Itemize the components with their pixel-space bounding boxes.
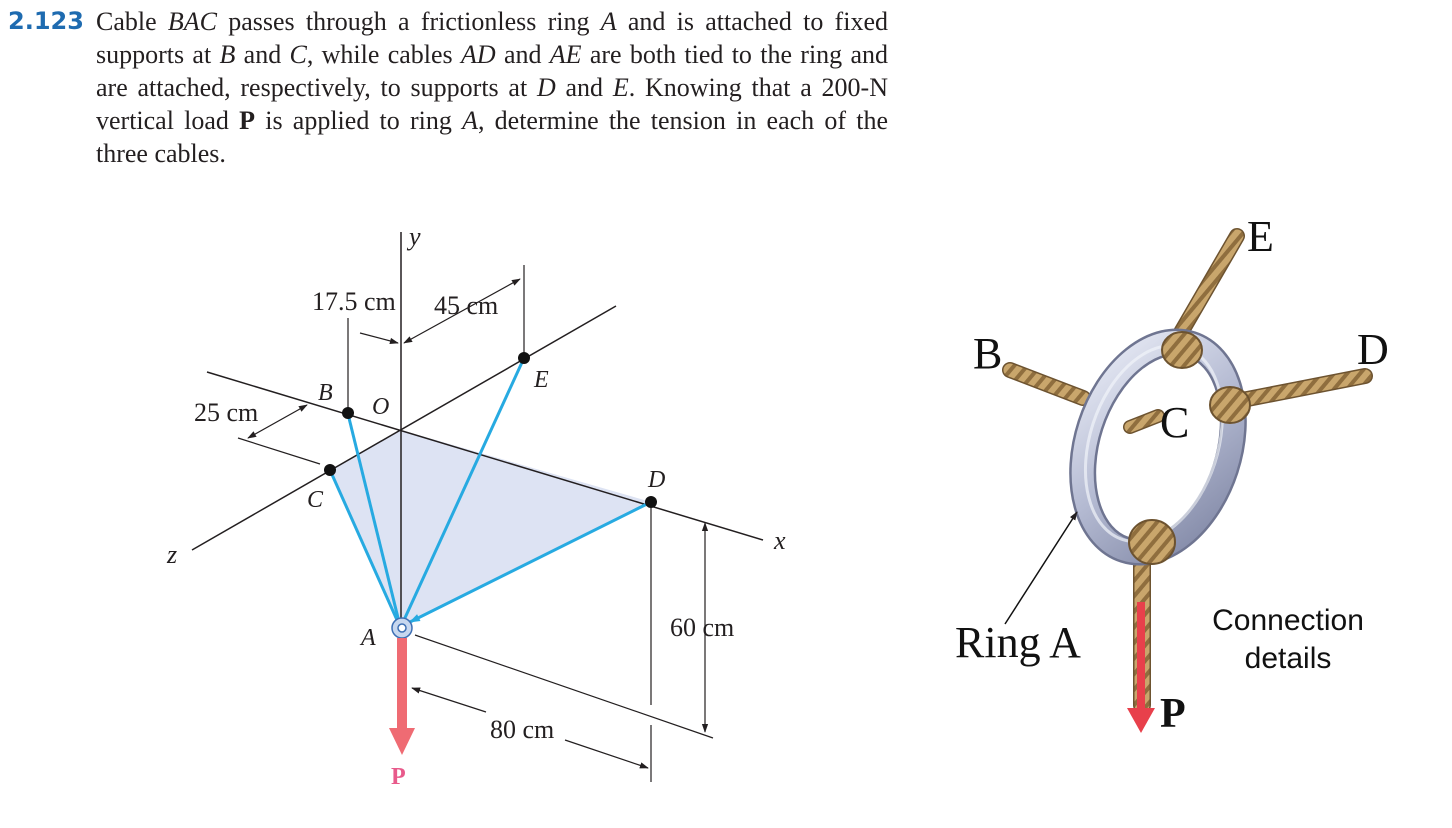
x-axis-line — [206, 371, 764, 541]
dim-arrow-17-5-left — [359, 332, 399, 344]
knot-d — [1209, 386, 1251, 424]
dim-80: 80 cm — [490, 715, 554, 744]
problem-text-segment: and is attached to fixed supports at — [96, 7, 888, 69]
dim-45: 45 cm — [434, 291, 498, 320]
axis-label-z: z — [166, 540, 177, 569]
rope-c-body — [1124, 410, 1164, 433]
problem-text-segment: D — [536, 73, 556, 102]
problem-text-segment: . Know­ing that a 200-N vertical load — [96, 73, 888, 135]
photo-load-arrow-shaft — [1137, 602, 1145, 712]
rope-d-body — [1225, 369, 1372, 409]
point-e — [518, 352, 530, 364]
engineering-diagram: y x z B O C D E A 17.5 cm 45 cm 25 cm 60… — [166, 222, 786, 790]
axis-label-x: x — [773, 526, 786, 555]
caption-line-1: Connection — [1212, 604, 1364, 637]
dim-line-25 — [237, 437, 321, 465]
problem-text-segment: C — [289, 40, 307, 69]
point-d — [645, 496, 657, 508]
problem-text-segment: and — [555, 73, 613, 102]
problem-text-segment: AD — [460, 40, 496, 69]
load-p-shaft — [397, 638, 407, 730]
cable-ac — [328, 469, 399, 621]
rope-b-body — [1003, 363, 1090, 405]
photo-label-c: C — [1160, 398, 1189, 447]
cable-ae — [402, 357, 526, 621]
point-c — [324, 464, 336, 476]
dim-arrow-25 — [247, 404, 308, 439]
dim-arrow-45 — [403, 278, 521, 344]
dim-25: 25 cm — [194, 398, 258, 427]
problem-text-segment: is applied to ring — [255, 106, 463, 135]
photo-label-e: E — [1247, 212, 1274, 261]
knot-p — [1128, 519, 1176, 565]
photo-load-arrowhead — [1127, 708, 1155, 733]
problem-text-segment: A — [462, 106, 478, 135]
problem-text-segment: , while cables — [306, 40, 461, 69]
problem-text-segment: Cable — [96, 7, 168, 36]
problem-text-segment: passes through a frictionless ring — [217, 7, 601, 36]
ring-a-inner — [397, 623, 407, 633]
photo-label-p: P — [1160, 691, 1186, 737]
problem-text: Cable BAC passes through a frictionless … — [96, 5, 888, 170]
dim-arrow-80-left — [411, 687, 487, 713]
dim-17-5: 17.5 cm — [312, 287, 396, 316]
problem-text-segment: A — [600, 7, 617, 36]
photo-label-ring-a: Ring A — [955, 618, 1081, 667]
label-e: E — [533, 367, 549, 393]
problem-number: 2.123 — [8, 7, 84, 35]
dim-60: 60 cm — [670, 613, 734, 642]
problem-text-segment: are both tied to the ring and are attach… — [96, 40, 888, 102]
problem-text-segment: E — [612, 73, 629, 102]
problem-text-segment: B — [219, 40, 236, 69]
point-b — [342, 407, 354, 419]
photo-label-d: D — [1357, 325, 1389, 374]
load-p-label: P — [391, 764, 406, 790]
label-a: A — [359, 625, 376, 651]
shaded-plane — [330, 430, 651, 627]
problem-text-segment: and — [495, 40, 550, 69]
connection-detail-illustration: E B D C Ring A P Connection details — [955, 212, 1389, 737]
z-axis-line — [191, 305, 617, 551]
problem-text-segment: P — [239, 106, 256, 135]
problem-text-segment: and — [235, 40, 290, 69]
ext-line-a — [414, 634, 714, 739]
dim-arrow-80-right — [564, 739, 649, 769]
problem-text-segment: BAC — [167, 7, 217, 36]
problem-text-segment: AE — [549, 40, 582, 69]
cable-ab — [346, 413, 401, 623]
ring-leader-line — [1004, 511, 1078, 625]
problem-text-segment: , determine the tension in each of the t… — [96, 106, 888, 168]
label-o: O — [372, 394, 389, 420]
axis-label-y: y — [406, 222, 421, 251]
label-d: D — [647, 467, 665, 493]
load-p-arrowhead — [389, 728, 415, 755]
label-c: C — [307, 487, 324, 513]
photo-label-b: B — [973, 329, 1002, 378]
knot-e — [1161, 331, 1203, 369]
cable-ad — [409, 500, 652, 624]
caption-line-2: details — [1245, 642, 1332, 675]
label-b: B — [318, 380, 333, 406]
